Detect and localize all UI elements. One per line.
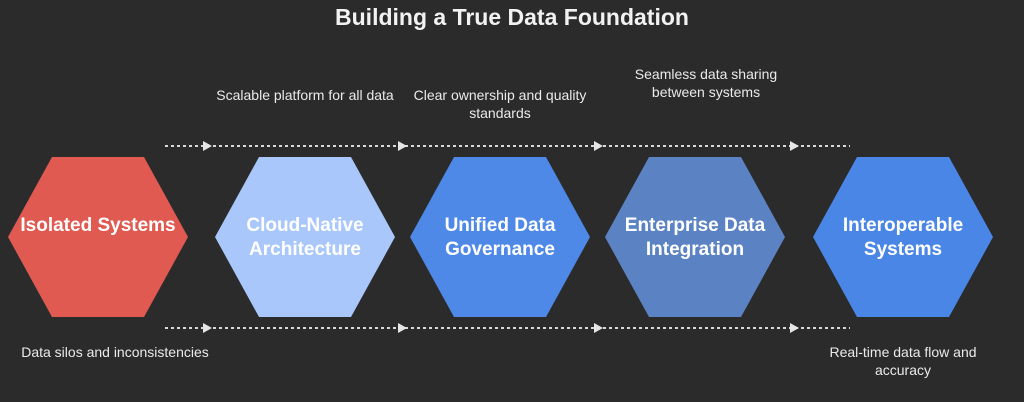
- arrow-icon: [203, 323, 212, 333]
- stage-label: Interoperable Systems: [842, 215, 964, 260]
- top-note: Seamless data sharing between systems: [634, 66, 778, 100]
- arrow-icon: [790, 323, 799, 333]
- stage-label: Isolated Systems: [20, 215, 176, 236]
- arrow-icon: [790, 141, 799, 151]
- arrow-icon: [594, 323, 603, 333]
- stage-label: Enterprise Data Integration: [624, 215, 766, 260]
- hexagon-unified-data-governance: [410, 157, 590, 317]
- stage-label: Cloud-Native Architecture: [246, 215, 364, 260]
- hexagon-enterprise-data-integration: [605, 157, 785, 317]
- hexagon-isolated-systems: [8, 157, 188, 317]
- bottom-note: Data silos and inconsistencies: [21, 344, 209, 360]
- arrow-icon: [398, 323, 407, 333]
- arrow-icon: [203, 141, 212, 151]
- arrow-icon: [594, 141, 603, 151]
- stage-label: Unified Data Governance: [444, 215, 556, 260]
- bottom-connector: [165, 323, 850, 333]
- diagram-title: Building a True Data Foundation: [335, 4, 689, 30]
- top-note: Clear ownership and quality standards: [413, 87, 587, 121]
- top-connector: [165, 141, 850, 151]
- hexagon-cloud-native-architecture: [215, 157, 395, 317]
- bottom-note: Real-time data flow and accuracy: [829, 344, 977, 378]
- arrow-icon: [398, 141, 407, 151]
- hexagon-interoperable-systems: [813, 157, 993, 317]
- top-note: Scalable platform for all data: [216, 87, 394, 103]
